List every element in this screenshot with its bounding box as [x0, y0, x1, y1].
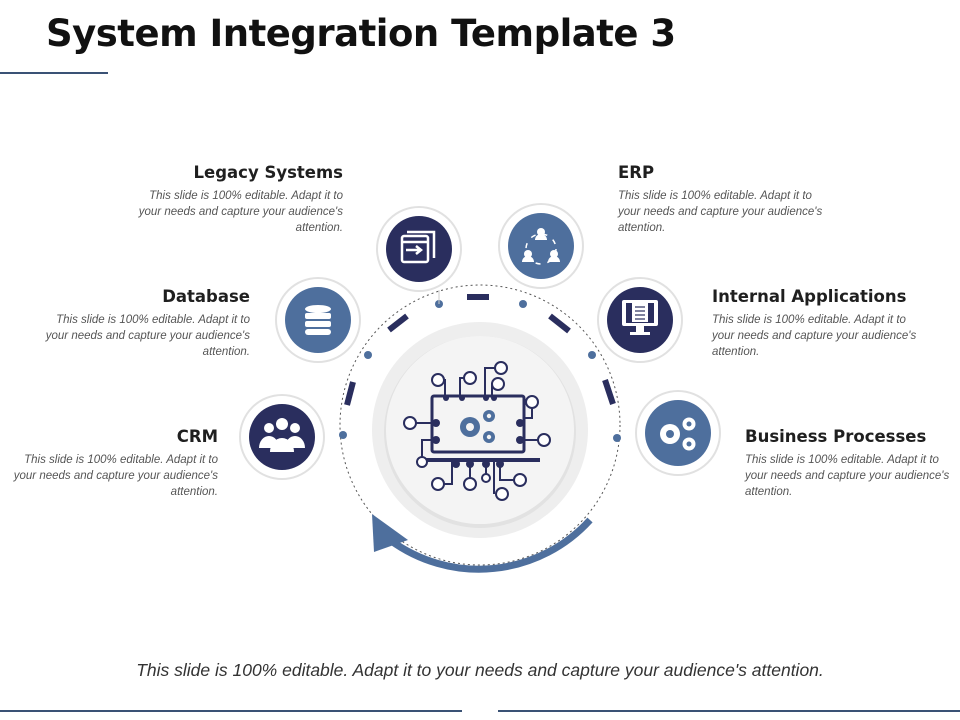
slide-title: System Integration Template 3	[46, 12, 676, 55]
dotted-ring	[339, 284, 621, 566]
item-heading: Legacy Systems	[193, 163, 343, 182]
badge-erp	[498, 203, 584, 289]
item-database: Database This slide is 100% editable. Ad…	[40, 287, 250, 360]
item-internal-applications: Internal Applications This slide is 100%…	[712, 287, 922, 360]
badge-legacy-systems	[376, 206, 462, 304]
database-icon	[305, 305, 331, 335]
monitor-document-icon	[622, 300, 658, 335]
item-crm: CRM This slide is 100% editable. Adapt i…	[8, 427, 218, 500]
item-heading: Business Processes	[745, 427, 927, 446]
gears-icon	[660, 417, 696, 451]
bottom-rule-left	[0, 710, 462, 712]
item-legacy-systems: Legacy Systems This slide is 100% editab…	[133, 163, 343, 236]
team-icon	[259, 418, 305, 452]
cycle-arrow	[372, 514, 593, 573]
item-heading: Internal Applications	[712, 287, 907, 306]
item-business-processes: Business Processes This slide is 100% ed…	[745, 427, 955, 500]
bottom-rule-right	[498, 710, 960, 712]
item-erp: ERP This slide is 100% editable. Adapt i…	[618, 163, 828, 236]
item-heading: CRM	[176, 427, 218, 446]
item-description: This slide is 100% editable. Adapt it to…	[45, 314, 250, 358]
item-heading: ERP	[618, 163, 655, 182]
item-description: This slide is 100% editable. Adapt it to…	[138, 190, 343, 234]
badge-business-processes	[635, 390, 721, 476]
item-description: This slide is 100% editable. Adapt it to…	[712, 314, 917, 358]
badge-database	[275, 277, 361, 363]
footer-text: This slide is 100% editable. Adapt it to…	[136, 660, 824, 680]
badge-crm	[239, 394, 325, 480]
item-description: This slide is 100% editable. Adapt it to…	[13, 454, 218, 498]
item-heading: Database	[162, 287, 250, 306]
badge-internal-applications	[597, 277, 683, 363]
connector-dots	[339, 300, 621, 442]
item-description: This slide is 100% editable. Adapt it to…	[745, 454, 950, 498]
window-arrow-icon	[400, 230, 436, 264]
ring-dashes	[344, 294, 616, 406]
center-emblem	[372, 322, 588, 538]
item-description: This slide is 100% editable. Adapt it to…	[618, 190, 823, 234]
title-underline	[0, 72, 108, 74]
circuit-board-icon	[403, 361, 551, 501]
network-people-icon	[522, 228, 560, 265]
